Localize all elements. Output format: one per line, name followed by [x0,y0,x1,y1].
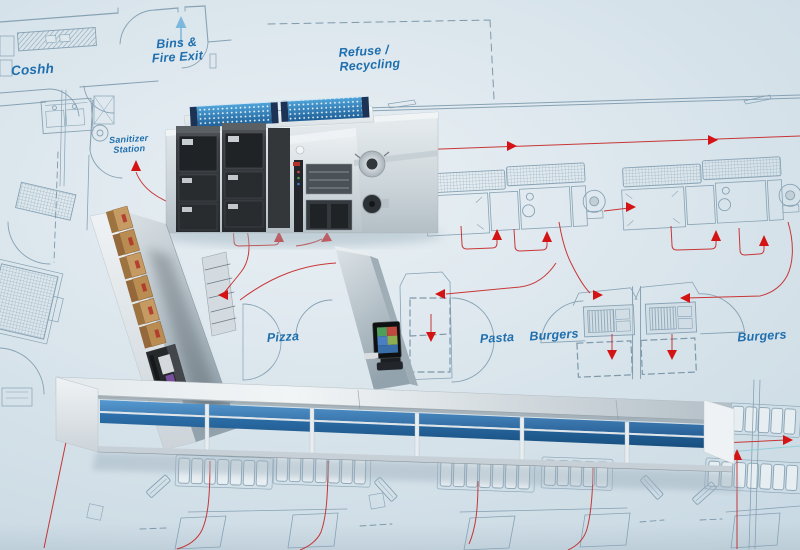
flow-arrow [626,202,636,212]
flow-arrow [426,332,436,342]
flow-arrow [218,290,228,300]
flow-arrow [507,141,517,151]
flow-arrow [783,435,793,445]
pan-rows-plan [86,402,800,521]
equipment-plan-left [0,151,77,407]
front-counter-render [55,376,740,492]
cabinet-stack [176,123,290,232]
flow-arrow [732,449,742,460]
flow-arrow [435,289,445,299]
refuse-room-outline [267,19,495,100]
equipment-plan-top-left [0,27,115,142]
service-doors-plan [139,379,800,550]
bench-plan-left [425,162,606,237]
area-label-bins-fire-exit: Bins & Fire Exit [151,34,204,66]
combi-oven [290,128,362,232]
pizza-boxes [105,205,187,394]
pasta-station-plan [399,271,495,383]
workflow-lines [43,135,800,550]
wall-rack-plan [201,251,237,337]
flow-arrow [759,235,769,246]
back-equipment-render [158,95,442,247]
fire-exit-guide-arrow [175,16,187,45]
flow-arrow [711,230,721,241]
burger-stations-plan [540,281,746,380]
divider-counter-render [334,246,418,390]
pos-terminal [364,321,403,371]
area-label-sanitizer-station: Sanitizer Station [108,132,149,156]
gantry-shelf [189,95,370,128]
flow-arrow [667,350,677,360]
side-cooker [354,150,438,214]
sink-unit-plan [40,97,94,135]
flow-arrow [680,293,690,303]
flow-arrow [542,231,552,242]
walls-top-left [0,5,232,231]
flow-arrow [131,160,141,171]
bench-plan-right [621,156,800,231]
area-label-coshh: Coshh [10,60,55,79]
flow-arrow [607,350,617,360]
area-label-refuse-recycling: Refuse / Recycling [338,42,401,74]
till-printer [145,343,187,394]
flow-arrow [708,135,718,145]
blueprint-floor-plan [0,5,800,550]
flow-arrow [593,290,603,300]
flow-arrow [492,229,502,240]
counter-posts [204,403,630,466]
